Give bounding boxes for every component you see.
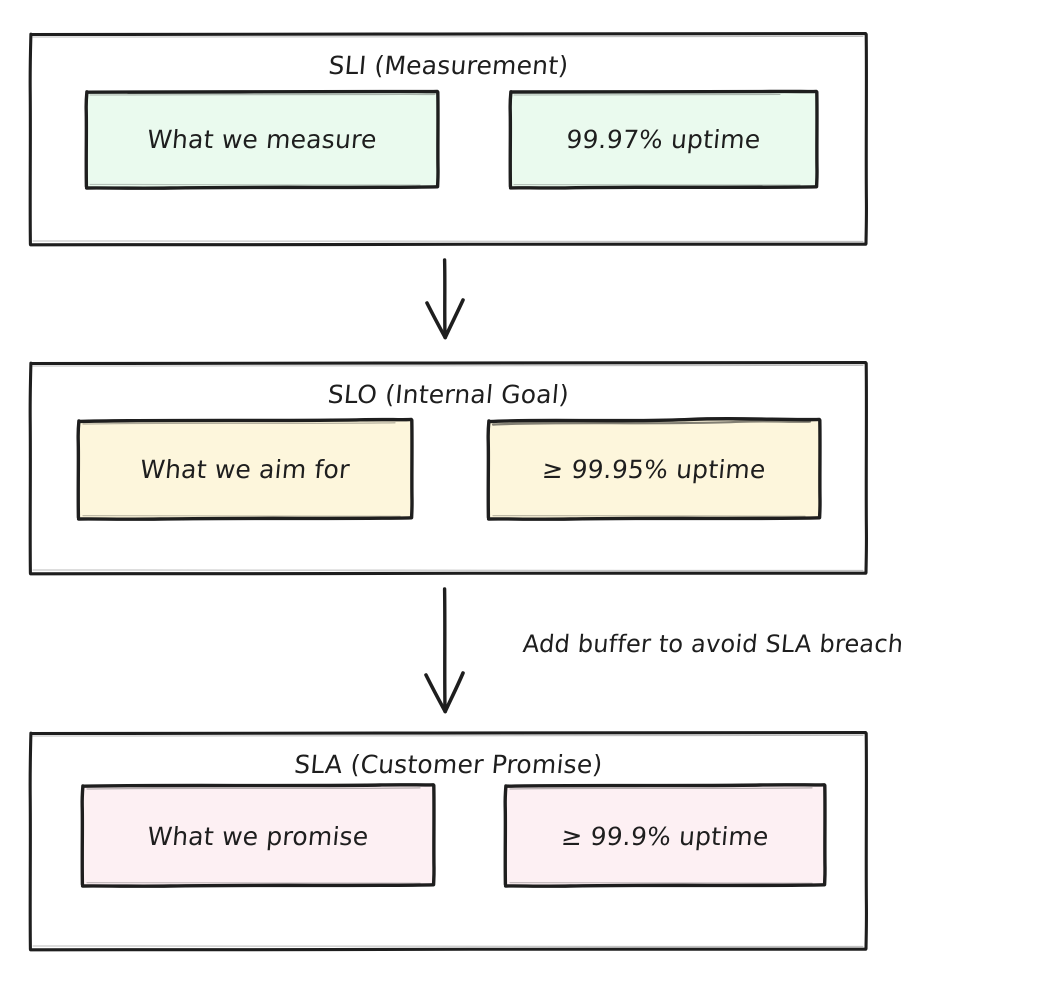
group-container-slo[interactable] xyxy=(28,361,868,576)
connector-sli-to-slo[interactable] xyxy=(425,258,465,340)
node-label-slo-value: ≥ 99.95% uptime xyxy=(541,454,767,484)
node-sla-value[interactable] xyxy=(503,783,827,888)
node-sli-value[interactable] xyxy=(508,89,819,190)
node-sla-definition[interactable] xyxy=(80,783,436,888)
node-sli-definition[interactable] xyxy=(84,89,440,190)
node-slo-definition[interactable] xyxy=(76,417,414,521)
group-title-sli: SLI (Measurement) xyxy=(327,50,570,80)
group-title-slo: SLO (Internal Goal) xyxy=(326,379,571,409)
node-label-sla-definition: What we promise xyxy=(146,821,370,851)
node-label-sli-definition: What we measure xyxy=(145,124,378,154)
node-label-slo-definition: What we aim for xyxy=(139,454,351,484)
connector-label-slo-to-sla: Add buffer to avoid SLA breach xyxy=(521,630,905,658)
node-label-sli-value: 99.97% uptime xyxy=(565,124,762,154)
group-title-sla: SLA (Customer Promise) xyxy=(293,749,604,779)
connector-slo-to-sla[interactable] xyxy=(424,587,465,714)
node-label-sla-value: ≥ 99.9% uptime xyxy=(560,821,770,851)
node-slo-value[interactable] xyxy=(486,416,822,521)
group-container-sli[interactable] xyxy=(28,32,868,247)
